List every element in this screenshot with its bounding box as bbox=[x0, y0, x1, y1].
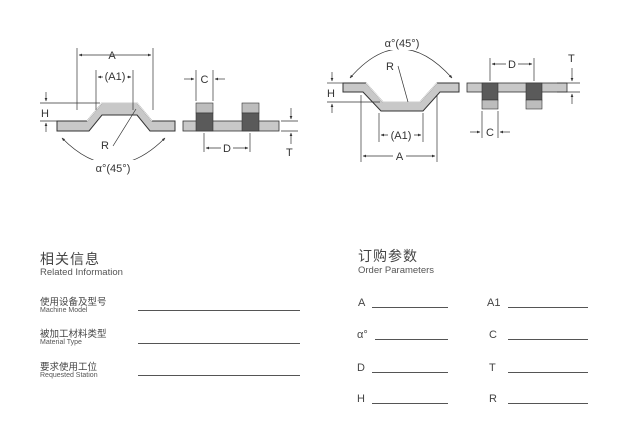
left-dim-t: T bbox=[281, 108, 298, 159]
param-d-label: D bbox=[357, 362, 365, 374]
left-label-a: A bbox=[108, 50, 116, 62]
technical-drawings: A (A1) H R α°(45°) C bbox=[40, 36, 580, 175]
right-die-set bbox=[466, 82, 568, 110]
requested-station-label-en: Requested Station bbox=[40, 372, 98, 379]
right-dim-a1: (A1) bbox=[378, 113, 424, 142]
param-h-field[interactable] bbox=[372, 403, 448, 404]
right-label-c: C bbox=[486, 127, 494, 139]
right-dim-t: T bbox=[557, 53, 580, 104]
right-dim-d: D bbox=[489, 57, 535, 81]
param-c-label: C bbox=[489, 329, 497, 341]
related-title-cn: 相关信息 bbox=[40, 252, 100, 268]
param-alpha-field[interactable] bbox=[375, 339, 448, 340]
right-label-angle: α°(45°) bbox=[385, 38, 420, 50]
left-label-c: C bbox=[201, 74, 209, 86]
left-dim-a: A bbox=[76, 48, 154, 110]
left-offset-profile bbox=[56, 102, 176, 132]
requested-station-label-cn: 要求使用工位 bbox=[40, 362, 98, 373]
right-label-r: R bbox=[386, 61, 394, 73]
param-a1-label: A1 bbox=[487, 297, 501, 309]
param-a-field[interactable] bbox=[372, 307, 448, 308]
material-type-label-en: Material Type bbox=[40, 339, 82, 346]
left-label-h: H bbox=[41, 108, 49, 120]
right-dim-c: C bbox=[470, 111, 510, 139]
param-r-label: R bbox=[489, 393, 497, 405]
right-label-h: H bbox=[327, 88, 335, 100]
param-r-field[interactable] bbox=[508, 403, 588, 404]
left-dim-angle: α°(45°) bbox=[61, 137, 166, 175]
left-die-set bbox=[182, 102, 280, 132]
left-label-d: D bbox=[223, 143, 231, 155]
param-t-label: T bbox=[489, 362, 496, 374]
param-t-field[interactable] bbox=[508, 372, 588, 373]
param-d-field[interactable] bbox=[372, 372, 448, 373]
machine-model-field[interactable] bbox=[138, 310, 300, 311]
right-label-a1: (A1) bbox=[391, 130, 412, 142]
left-label-r: R bbox=[101, 140, 109, 152]
machine-model-label-en: Machine Model bbox=[40, 307, 88, 314]
order-title-cn: 订购参数 bbox=[358, 249, 418, 265]
right-dim-a: A bbox=[360, 95, 438, 163]
right-label-t: T bbox=[568, 53, 575, 65]
left-label-t: T bbox=[286, 147, 293, 159]
right-label-d: D bbox=[508, 59, 516, 71]
param-a1-field[interactable] bbox=[508, 307, 588, 308]
related-title-en: Related Information bbox=[40, 267, 123, 278]
requested-station-field[interactable] bbox=[138, 375, 300, 376]
right-offset-profile bbox=[342, 82, 460, 112]
param-alpha-label: α° bbox=[357, 329, 368, 341]
left-dim-c: C bbox=[184, 70, 225, 101]
left-dim-h: H bbox=[40, 92, 100, 132]
order-title-en: Order Parameters bbox=[358, 265, 435, 276]
left-dim-d: D bbox=[203, 133, 251, 155]
right-label-a: A bbox=[396, 151, 404, 163]
param-h-label: H bbox=[357, 393, 365, 405]
machine-model-label-cn: 使用设备及型号 bbox=[40, 297, 107, 308]
param-a-label: A bbox=[358, 297, 366, 309]
material-type-field[interactable] bbox=[138, 343, 300, 344]
left-dim-a1: (A1) bbox=[95, 70, 134, 110]
right-dim-h: H bbox=[327, 72, 380, 113]
left-label-a1: (A1) bbox=[105, 71, 126, 83]
material-type-label-cn: 被加工材料类型 bbox=[40, 329, 107, 340]
param-c-field[interactable] bbox=[508, 339, 588, 340]
left-label-angle: α°(45°) bbox=[96, 163, 131, 175]
right-dim-angle: α°(45°) bbox=[349, 36, 453, 79]
right-dim-r: R bbox=[386, 61, 409, 103]
